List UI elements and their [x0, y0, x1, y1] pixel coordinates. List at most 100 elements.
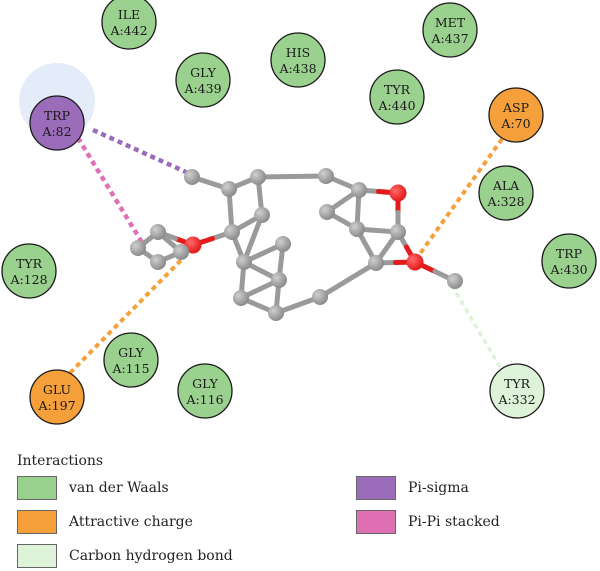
- residue-chain-number: A:82: [41, 124, 71, 139]
- residue-circle: [422, 2, 478, 58]
- residue-circle: [270, 32, 326, 88]
- residue-circle: [488, 87, 544, 143]
- residue-chain-number: A:70: [500, 116, 530, 131]
- ligand-atom-carbon: [150, 254, 166, 270]
- residue-name: HIS: [286, 45, 310, 60]
- residue-name: ASP: [502, 100, 529, 115]
- residue-chain-number: A:438: [278, 61, 316, 76]
- legend-swatch-attractive-charge: [17, 510, 57, 534]
- ligand-atom-carbon: [173, 244, 189, 260]
- residue-chain-number: A:328: [486, 194, 524, 209]
- residue-circle: [489, 363, 545, 419]
- residue-name: TYR: [504, 376, 531, 391]
- legend-swatch-carbon-hydrogen-bond: [17, 544, 57, 568]
- residue-name: GLU: [43, 382, 71, 397]
- ligand-atom-carbon: [221, 181, 237, 197]
- ligand-atom-carbon: [318, 168, 334, 184]
- residue-chain-number: A:116: [185, 392, 223, 407]
- ligand-atom-carbon: [254, 207, 270, 223]
- residue-circle: [369, 69, 425, 125]
- residue-name: GLY: [118, 345, 144, 360]
- residue-circle: [175, 52, 231, 108]
- ligand-atom-oxygen: [406, 253, 424, 271]
- legend-label-van-der-waals: van der Waals: [69, 480, 169, 496]
- legend-item-attractive-charge: Attractive charge: [17, 510, 193, 534]
- legend-label-carbon-hydrogen-bond: Carbon hydrogen bond: [69, 548, 233, 564]
- residue-circle: [29, 369, 85, 425]
- residue-chain-number: A:128: [9, 272, 47, 287]
- ligand-bond: [241, 212, 265, 265]
- ligand-atom-carbon: [312, 289, 328, 305]
- interaction-lines: [68, 127, 504, 375]
- interaction-tyr332-carbon-hydrogen-bond: [450, 285, 502, 368]
- ligand-atom-carbon: [447, 273, 463, 289]
- residue-chain-number: A:332: [497, 392, 535, 407]
- residue-chain-number: A:437: [430, 31, 468, 46]
- legend-label-pi-pi-stacked: Pi-Pi stacked: [408, 514, 500, 530]
- residue-circle: [177, 363, 233, 419]
- ligand-atom-carbon: [250, 169, 266, 185]
- residue-circle: [541, 233, 597, 289]
- interaction-asp70-attractive-charge: [415, 137, 504, 260]
- legend-label-pi-sigma: Pi-sigma: [408, 480, 469, 496]
- legend-swatch-van-der-waals: [17, 476, 57, 500]
- ligand-atom-oxygen: [184, 236, 202, 254]
- ligand-atom-carbon: [351, 182, 367, 198]
- residue-name: TRP: [556, 246, 582, 261]
- residue-name: GLY: [190, 65, 216, 80]
- legend-title: Interactions: [17, 453, 104, 469]
- residue-circle: [478, 165, 534, 221]
- residue-name: MET: [435, 15, 466, 30]
- ligand-atom-carbon: [233, 290, 249, 306]
- ligand-atom-carbon: [319, 204, 335, 220]
- legend-item-pi-pi-stacked: Pi-Pi stacked: [356, 510, 500, 534]
- residue-chain-number: A:115: [111, 361, 149, 376]
- ligand-atom-oxygen: [389, 184, 407, 202]
- residue-name: TYR: [384, 82, 411, 97]
- residue-name: GLY: [192, 376, 218, 391]
- residue-circle: [103, 332, 159, 388]
- ligand-atom-carbon: [184, 169, 200, 185]
- legend-swatch-pi-sigma: [356, 476, 396, 500]
- residue-name: TRP: [44, 108, 70, 123]
- interaction-trp82-pi-pi-stacked: [76, 136, 145, 246]
- interaction-glu197-attractive-charge: [68, 245, 196, 375]
- ligand-atom-carbon: [236, 254, 252, 270]
- ligand-atom-carbon: [349, 221, 365, 237]
- interaction-trp82-pi-sigma: [92, 127, 189, 176]
- legend-item-van-der-waals: van der Waals: [17, 476, 169, 500]
- ligand-atom-carbon: [368, 255, 384, 271]
- residue-circle: [101, 0, 157, 50]
- ligand-atom-carbon: [150, 224, 166, 240]
- legend-item-pi-sigma: Pi-sigma: [356, 476, 469, 500]
- ligand-atoms: [130, 168, 463, 321]
- residue-circle: [29, 95, 85, 151]
- residue-chain-number: A:197: [37, 398, 75, 413]
- residue-chain-number: A:442: [109, 23, 147, 38]
- ligand-atom-carbon: [275, 236, 291, 252]
- residue-circle: [1, 243, 57, 299]
- ligand-atom-carbon: [390, 224, 406, 240]
- residue-chain-number: A:440: [377, 98, 415, 113]
- residue-name: TYR: [16, 256, 43, 271]
- ligand-atom-carbon: [224, 224, 240, 240]
- ligand-bond: [317, 260, 379, 300]
- residue-chain-number: A:430: [549, 262, 587, 277]
- ligand-atom-carbon: [271, 272, 287, 288]
- legend-label-attractive-charge: Attractive charge: [69, 514, 193, 530]
- residue-name: ALA: [492, 178, 520, 193]
